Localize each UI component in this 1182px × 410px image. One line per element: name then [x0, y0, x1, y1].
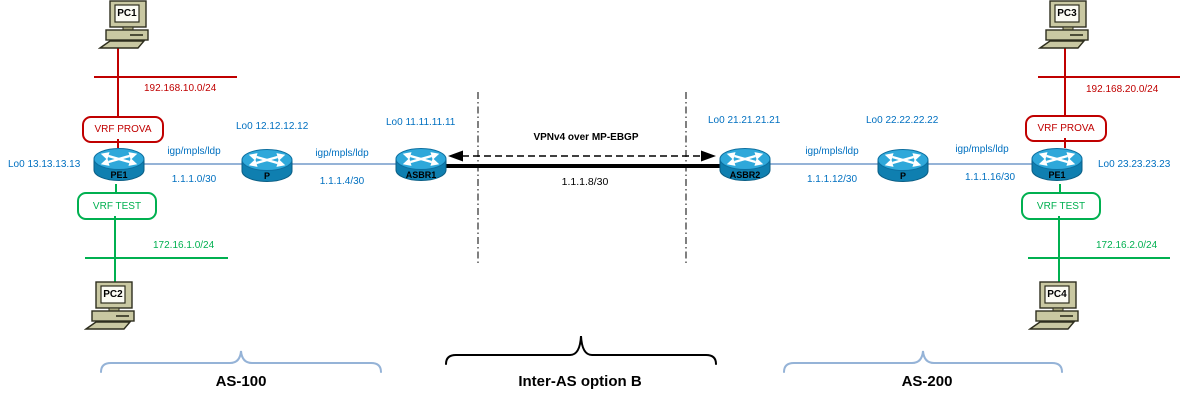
vrf-test-box-left: VRF TEST [77, 192, 157, 220]
link-protocols-label: igp/mpls/ldp [805, 146, 859, 157]
lan-to-pc4-line [1058, 259, 1060, 282]
loopback-label: Lo0 21.21.21.21 [708, 115, 781, 126]
vrf-label: VRF PROVA [1037, 123, 1095, 134]
vrf-to-lan-line [114, 216, 116, 258]
vrf-test-box-right: VRF TEST [1021, 192, 1101, 220]
link-protocols-label: igp/mpls/ldp [955, 144, 1009, 155]
router-name-label: PE1 [110, 170, 128, 180]
vrf-label: VRF TEST [1036, 200, 1086, 212]
router-name-label: P [899, 171, 906, 181]
pc-icon [1038, 0, 1089, 49]
link-subnet-label: 1.1.1.16/30 [964, 172, 1016, 183]
router-name-label: ASBR1 [405, 170, 437, 180]
brace-inter-as [445, 335, 717, 365]
pc-name-label: PC1 [117, 8, 137, 19]
router-pe1-right: PE1 [1030, 147, 1084, 183]
router-pe1-left: PE1 [92, 147, 146, 183]
vrf-to-pe-line [117, 139, 119, 148]
link-subnet-label: 1.1.1.12/30 [806, 174, 858, 185]
pc-name-label: PC2 [103, 289, 123, 300]
brace-as100 [100, 350, 382, 373]
mp-ebgp-session-arrow [448, 150, 716, 162]
link-p-pe1-right [928, 163, 1032, 165]
pc1-to-lan-line [117, 47, 119, 117]
router-icon [1031, 148, 1083, 181]
lan-segment-test-right [1028, 257, 1170, 259]
as-boundary-divider-right [685, 92, 687, 264]
pc-icon [84, 281, 135, 330]
router-name-label: ASBR2 [729, 170, 761, 180]
lan-segment-test-left [85, 257, 228, 259]
pc2-node: PC2 [84, 281, 142, 331]
section-label-as100: AS-100 [215, 373, 267, 390]
pc4-node: PC4 [1028, 281, 1086, 331]
loopback-label: Lo0 11.11.11.11 [386, 117, 456, 128]
link-subnet-label: 1.1.1.8/30 [561, 176, 609, 188]
loopback-label: Lo0 22.22.22.22 [866, 115, 939, 126]
link-asbr1-asbr2 [446, 164, 720, 168]
router-icon [93, 148, 145, 181]
link-subnet-label: 1.1.1.0/30 [171, 174, 217, 185]
lan-to-pc2-line [114, 259, 116, 282]
router-asbr2: ASBR2 [718, 147, 772, 183]
link-subnet-label: 1.1.1.4/30 [319, 176, 365, 187]
loopback-label: Lo0 23.23.23.23 [1098, 159, 1171, 170]
vrf-to-lan-line [1058, 216, 1060, 258]
vrf-prova-box-left: VRF PROVA [82, 116, 164, 143]
lan-subnet-label: 192.168.20.0/24 [1086, 84, 1159, 95]
pc-name-label: PC4 [1047, 289, 1067, 300]
pc3-node: PC3 [1038, 0, 1096, 50]
vrf-prova-box-right: VRF PROVA [1025, 115, 1107, 142]
loopback-label: Lo0 12.12.12.12 [236, 121, 309, 132]
router-icon [877, 149, 929, 182]
pc3-to-lan-line [1064, 47, 1066, 117]
brace-as200 [783, 350, 1063, 373]
lan-segment-prova-left [94, 76, 237, 78]
pc1-node: PC1 [98, 0, 156, 50]
router-p-left: P [240, 148, 294, 184]
lan-subnet-label: 172.16.2.0/24 [1096, 240, 1158, 251]
pc-icon [98, 0, 149, 49]
link-asbr2-p [770, 163, 878, 165]
section-label-as200: AS-200 [901, 373, 953, 390]
router-p-right: P [876, 148, 930, 184]
link-p-asbr1 [290, 163, 396, 165]
section-label-inter-as: Inter-AS option B [518, 373, 642, 390]
link-protocols-label: igp/mpls/ldp [315, 148, 369, 159]
lan-subnet-label: 172.16.1.0/24 [153, 240, 215, 251]
vrf-label: VRF TEST [92, 200, 142, 212]
mp-ebgp-label: VPNv4 over MP-EBGP [533, 132, 639, 143]
router-asbr1: ASBR1 [394, 147, 448, 183]
link-protocols-label: igp/mpls/ldp [167, 146, 221, 157]
router-name-label: PE1 [1048, 170, 1066, 180]
router-name-label: P [263, 171, 270, 181]
link-pe1-p-left [144, 163, 244, 165]
pe-to-vrf-line [1059, 184, 1061, 193]
router-icon [395, 148, 447, 181]
router-icon [241, 149, 293, 182]
lan-segment-prova-right [1038, 76, 1180, 78]
pc-name-label: PC3 [1057, 8, 1077, 19]
pc-icon [1028, 281, 1079, 330]
vrf-label: VRF PROVA [94, 124, 152, 135]
pe-to-vrf-line [115, 184, 117, 193]
as-boundary-divider-left [477, 92, 479, 264]
lan-subnet-label: 192.168.10.0/24 [144, 83, 217, 94]
loopback-label: Lo0 13.13.13.13 [8, 159, 81, 170]
vrf-to-pe-line [1064, 138, 1066, 148]
router-icon [719, 148, 771, 181]
